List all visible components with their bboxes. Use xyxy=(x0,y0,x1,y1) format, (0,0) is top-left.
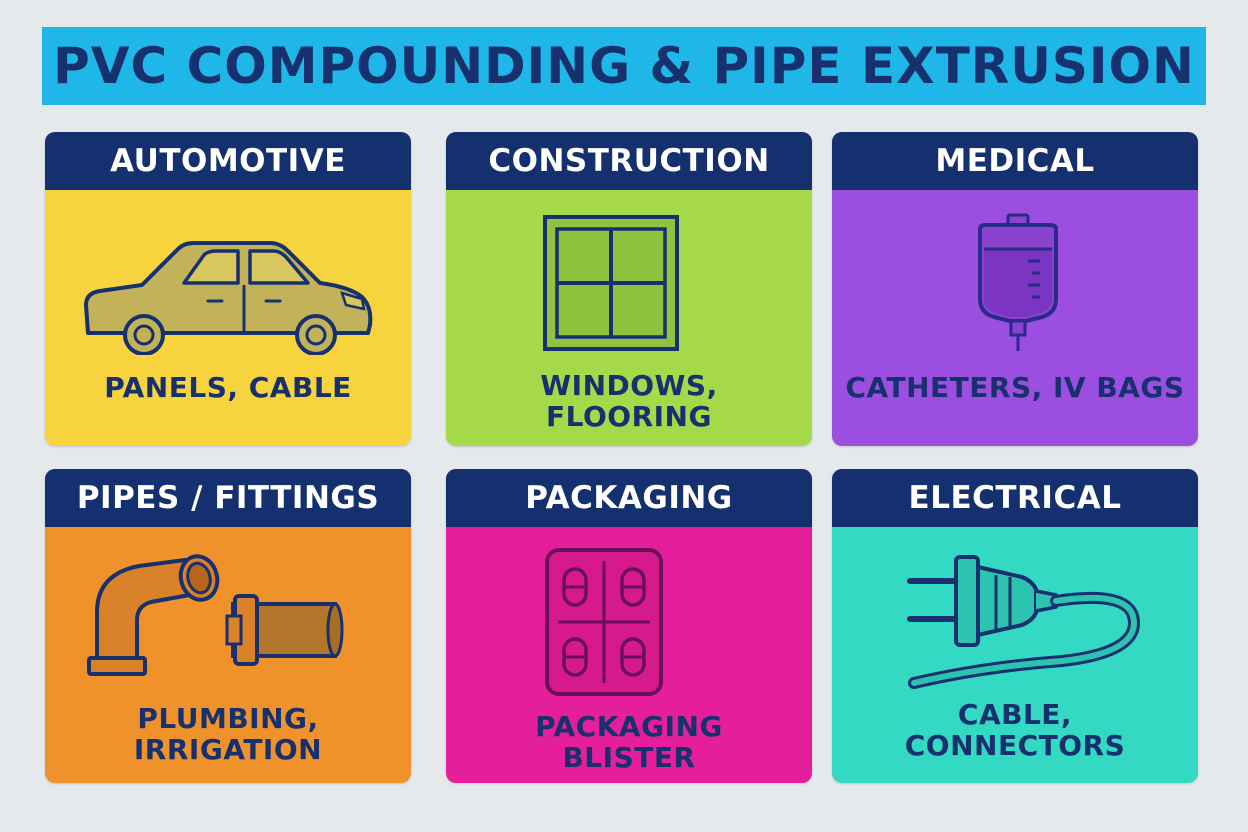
card-header: ELECTRICAL xyxy=(832,469,1198,527)
card-title: AUTOMOTIVE xyxy=(110,143,346,179)
car-icon xyxy=(84,241,373,355)
card-electrical: ELECTRICAL CABLE, CONNECTORS xyxy=(832,469,1198,783)
card-construction: CONSTRUCTION WINDOWS, FLOORING xyxy=(446,132,812,446)
title-banner: PVC COMPOUNDING & PIPE EXTRUSION xyxy=(42,27,1206,105)
pipe-fittings-icon xyxy=(87,554,344,676)
card-header: MEDICAL xyxy=(832,132,1198,190)
card-title: CONSTRUCTION xyxy=(488,143,770,179)
card-header: PACKAGING xyxy=(446,469,812,527)
card-pipes-fittings: PIPES / FITTINGS PLUMBING, IRRIGATION xyxy=(45,469,411,783)
card-packaging: PACKAGING PACKAGING BLISTER xyxy=(446,469,812,783)
card-caption: PANELS, CABLE xyxy=(104,371,352,404)
card-caption: PACKAGING BLISTER xyxy=(535,710,723,774)
card-title: PIPES / FITTINGS xyxy=(76,480,380,516)
card-title: ELECTRICAL xyxy=(908,480,1122,516)
blister-pack-icon xyxy=(545,548,663,696)
card-caption: CABLE, CONNECTORS xyxy=(904,698,1126,762)
plug-cable-icon xyxy=(907,555,1141,689)
card-medical: MEDICAL CATHETERS, IV BAGS xyxy=(832,132,1198,446)
card-title: MEDICAL xyxy=(935,143,1095,179)
card-caption: PLUMBING, IRRIGATION xyxy=(133,702,323,766)
page-title: PVC COMPOUNDING & PIPE EXTRUSION xyxy=(53,37,1195,95)
card-header: PIPES / FITTINGS xyxy=(45,469,411,527)
iv-bag-icon xyxy=(978,213,1058,351)
card-automotive: AUTOMOTIVE PANELS, CABLE xyxy=(45,132,411,446)
card-caption: WINDOWS, FLOORING xyxy=(540,369,718,433)
card-title: PACKAGING xyxy=(525,480,733,516)
card-header: CONSTRUCTION xyxy=(446,132,812,190)
card-header: AUTOMOTIVE xyxy=(45,132,411,190)
card-caption: CATHETERS, IV BAGS xyxy=(845,371,1185,404)
window-icon xyxy=(543,215,679,351)
